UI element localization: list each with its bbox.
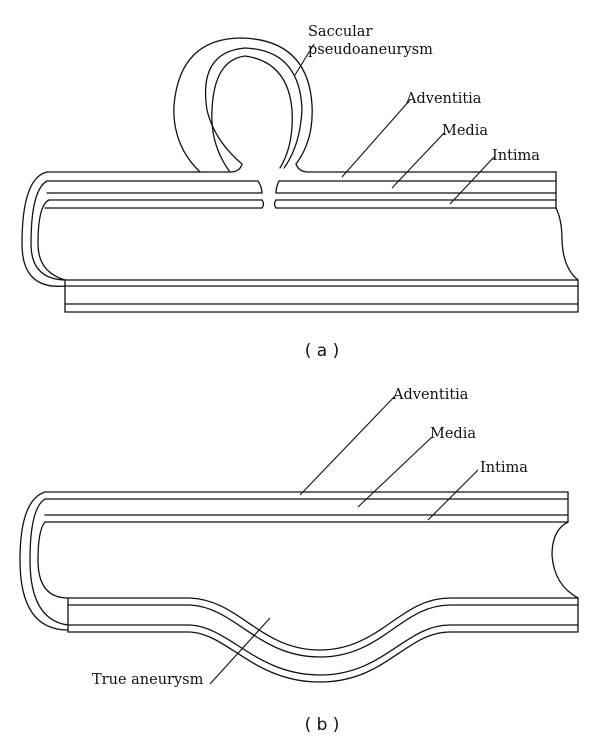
- panel-a-vessel: [21, 163, 579, 313]
- leader-line-saccular: [294, 43, 315, 76]
- leader-line-media-a: [391, 131, 446, 189]
- leader-line-adventitia-b: [299, 394, 397, 496]
- leader-line-intima-a: [449, 156, 495, 205]
- caption-b: ( b ): [305, 715, 340, 735]
- leader-line-media-b: [357, 436, 433, 508]
- label-adventitia-b: Adventitia: [392, 387, 469, 403]
- leader-line-intima-b: [427, 469, 479, 521]
- label-intima-a: Intima: [492, 148, 540, 164]
- leader-line-adventitia-a: [341, 99, 411, 178]
- label-true-aneurysm: True aneurysm: [92, 672, 204, 688]
- saccular-pseudoaneurysm-sac: [173, 37, 313, 173]
- label-media-b: Media: [430, 426, 476, 442]
- label-saccular: Saccular: [308, 24, 372, 40]
- label-pseudoaneurysm: pseudoaneurysm: [308, 42, 433, 58]
- caption-a: ( a ): [305, 341, 340, 361]
- label-media-a: Media: [442, 123, 488, 139]
- leader-line-true-aneurysm: [209, 617, 271, 685]
- panel-b-vessel: [19, 491, 579, 683]
- label-adventitia-a: Adventitia: [405, 91, 482, 107]
- label-intima-b: Intima: [480, 460, 528, 476]
